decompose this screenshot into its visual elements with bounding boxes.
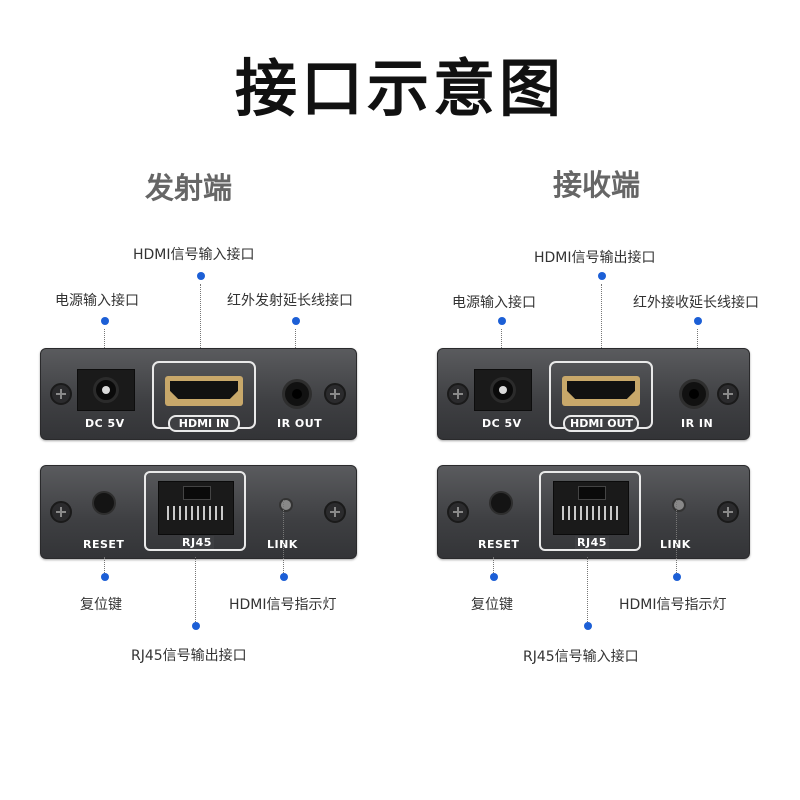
receiver-back-panel: RESET RJ45 LINK [437, 465, 750, 559]
receiver-title: 接收端 [553, 168, 641, 202]
callout-dot [101, 317, 109, 325]
screw-icon [717, 501, 739, 523]
dc-label: DC 5V [85, 417, 125, 430]
leader-line [601, 284, 602, 384]
callout-ir-port: 红外接收延长线接口 [633, 295, 759, 311]
hdmi-port-slot [170, 381, 238, 399]
screw-icon [447, 501, 469, 523]
callout-dot [101, 573, 109, 581]
screw-icon [50, 383, 72, 405]
rj45-port [158, 481, 234, 535]
page-title: 接口示意图 [234, 52, 565, 125]
callout-reset: 复位键 [80, 597, 122, 613]
leader-line [493, 557, 494, 575]
ir-label: IR OUT [277, 417, 323, 430]
screw-icon [717, 383, 739, 405]
callout-dot [673, 573, 681, 581]
rj45-clip [183, 486, 211, 500]
reset-label: RESET [478, 538, 520, 551]
dc-pin [102, 386, 110, 394]
leader-line [676, 500, 677, 575]
rj45-pins [562, 506, 620, 520]
link-label: LINK [660, 538, 691, 551]
callout-led: HDMI信号指示灯 [229, 597, 337, 613]
callout-dot [694, 317, 702, 325]
hdmi-port-frame: HDMI OUT [549, 361, 653, 432]
callout-dot [280, 573, 288, 581]
callout-ir-port: 红外发射延长线接口 [227, 293, 353, 309]
reset-button [489, 491, 513, 515]
rj45-clip [578, 486, 606, 500]
link-led [672, 498, 686, 512]
dc-jack-hole [93, 377, 119, 403]
dc-pin [499, 386, 507, 394]
callout-hdmi-input: HDMI信号输入接口 [133, 247, 255, 263]
callout-dot [192, 622, 200, 630]
callout-dot [292, 317, 300, 325]
link-label: LINK [267, 538, 298, 551]
hdmi-label: HDMI OUT [563, 415, 639, 432]
hdmi-port [562, 376, 640, 406]
ir-jack [679, 379, 709, 409]
callout-hdmi-output: HDMI信号输出接口 [534, 250, 656, 266]
callout-rj45: RJ45信号输出接口 [131, 648, 247, 664]
callout-power-input: 电源输入接口 [55, 293, 139, 309]
callout-dot [197, 272, 205, 280]
callout-dot [584, 622, 592, 630]
reset-button [92, 491, 116, 515]
callout-dot [598, 272, 606, 280]
rj45-port-frame: RJ45 [144, 471, 246, 551]
callout-dot [490, 573, 498, 581]
rj45-pins [167, 506, 225, 520]
rj45-port-frame: RJ45 [539, 471, 641, 551]
dc-label: DC 5V [482, 417, 522, 430]
receiver-section: 接收端 HDMI信号输出接口 电源输入接口 红外接收延长线接口 DC 5V HD… [397, 0, 797, 800]
screw-icon [50, 501, 72, 523]
transmitter-front-panel: DC 5V HDMI IN IR OUT [40, 348, 357, 440]
leader-line [200, 284, 201, 384]
rj45-label: RJ45 [575, 536, 609, 549]
hdmi-label: HDMI IN [168, 415, 240, 432]
hdmi-port [165, 376, 243, 406]
reset-label: RESET [83, 538, 125, 551]
leader-line [587, 557, 588, 624]
callout-power-input: 电源输入接口 [452, 295, 536, 311]
ir-jack [282, 379, 312, 409]
hdmi-port-slot [567, 381, 635, 399]
leader-line [104, 557, 105, 575]
transmitter-title: 发射端 [145, 171, 233, 205]
callout-reset: 复位键 [471, 597, 513, 613]
transmitter-back-panel: RESET RJ45 LINK [40, 465, 357, 559]
dc-power-jack [77, 369, 135, 411]
link-led [279, 498, 293, 512]
screw-icon [324, 501, 346, 523]
transmitter-section: 发射端 HDMI信号输入接口 电源输入接口 红外发射延长线接口 DC 5V HD… [40, 171, 357, 664]
rj45-port [553, 481, 629, 535]
callout-led: HDMI信号指示灯 [619, 597, 727, 613]
screw-icon [447, 383, 469, 405]
receiver-front-panel: DC 5V HDMI OUT IR IN [437, 348, 750, 440]
callout-rj45: RJ45信号输入接口 [523, 649, 639, 665]
dc-jack-hole [490, 377, 516, 403]
leader-line [283, 500, 284, 575]
leader-line [195, 557, 196, 624]
rj45-label: RJ45 [180, 536, 214, 549]
ir-label: IR IN [681, 417, 714, 430]
hdmi-port-frame: HDMI IN [152, 361, 256, 432]
dc-power-jack [474, 369, 532, 411]
callout-dot [498, 317, 506, 325]
screw-icon [324, 383, 346, 405]
